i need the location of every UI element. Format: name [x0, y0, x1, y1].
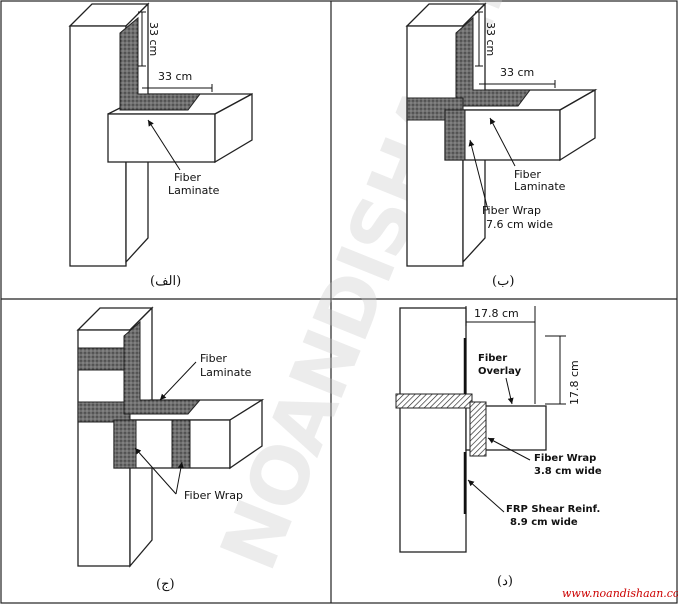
svg-text:www.noandishaan.com: www.noandishaan.com [562, 587, 678, 600]
dim-horizontal-label: 33 cm [158, 70, 192, 83]
beam-end-face [214, 92, 253, 164]
wrap-label-line2: 7.6 cm wide [486, 218, 553, 231]
fiber-laminate [123, 320, 202, 415]
shear-label-line1: FRP Shear Reinf. [506, 504, 600, 515]
overlay-label-line1: Fiber [478, 353, 507, 364]
fiber-wrap-beam-outer [171, 419, 191, 469]
caption-d: (د) [497, 574, 513, 589]
overlay-label-line2: Overlay [478, 366, 522, 377]
laminate-leader [159, 361, 197, 401]
beam-front-face [107, 113, 216, 163]
fiber-overlay [395, 393, 473, 409]
shear-label-line2: 8.9 cm wide [510, 517, 578, 528]
laminate-leader [489, 117, 516, 167]
svg-text:NOANDISHAN.IR: NOANDISHAN.IR [204, 0, 546, 582]
panel-d: 17.8 cm 17.8 cm Fiber Overlay Fiber Wrap… [395, 306, 602, 589]
wrap-leader [487, 437, 531, 461]
dim-top-label: 17.8 cm [474, 307, 519, 320]
laminate-label-line2: Laminate [514, 180, 566, 193]
laminate-leader [147, 119, 181, 171]
laminate-label-line1: Fiber [200, 352, 227, 365]
caption-b: (ب) [492, 274, 514, 289]
overlay-leader [505, 377, 514, 405]
wrap-label-line1: Fiber Wrap [482, 204, 541, 217]
wrap-leader-2 [175, 461, 184, 495]
dim-vertical-label: 33 cm [484, 22, 497, 56]
laminate-label-line2: Laminate [168, 184, 220, 197]
caption-a: (الف) [150, 274, 181, 289]
laminate-label-line2: Laminate [200, 366, 252, 379]
fiber-wrap-beam [444, 109, 466, 161]
dim-vertical-label: 33 cm [147, 22, 160, 56]
dim-side-label: 17.8 cm [568, 360, 581, 405]
fiber-wrap [469, 401, 487, 457]
panel-a: 33 cm 33 cm Fiber Laminate (الف) [68, 2, 253, 289]
laminate-label-line1: Fiber [514, 168, 541, 181]
fiber-wrap-column-upper [77, 347, 131, 371]
beam-end-face [559, 88, 596, 162]
column-elevation [399, 307, 467, 553]
caption-c: (ج) [156, 577, 175, 592]
wrap-leader-1 [134, 447, 177, 495]
wrap-leader [468, 139, 489, 211]
shear-leader [467, 479, 505, 513]
panel-c: Fiber Laminate Fiber Wrap (ج) [76, 306, 265, 592]
wrap-label: Fiber Wrap [184, 489, 243, 502]
wrap-label-line1: Fiber Wrap [534, 453, 596, 464]
dim-horizontal-label: 33 cm [500, 66, 534, 79]
beam-end-face [229, 398, 263, 470]
panel-b: 33 cm 33 cm Fiber Laminate Fiber Wrap 7.… [405, 2, 598, 289]
laminate-label-line1: Fiber [174, 171, 201, 184]
wrap-label-line2: 3.8 cm wide [534, 466, 602, 477]
fiber-laminate [119, 16, 201, 111]
fiber-wrap-beam-inner [113, 419, 137, 469]
fiber-wrap-column-lower [77, 401, 131, 423]
